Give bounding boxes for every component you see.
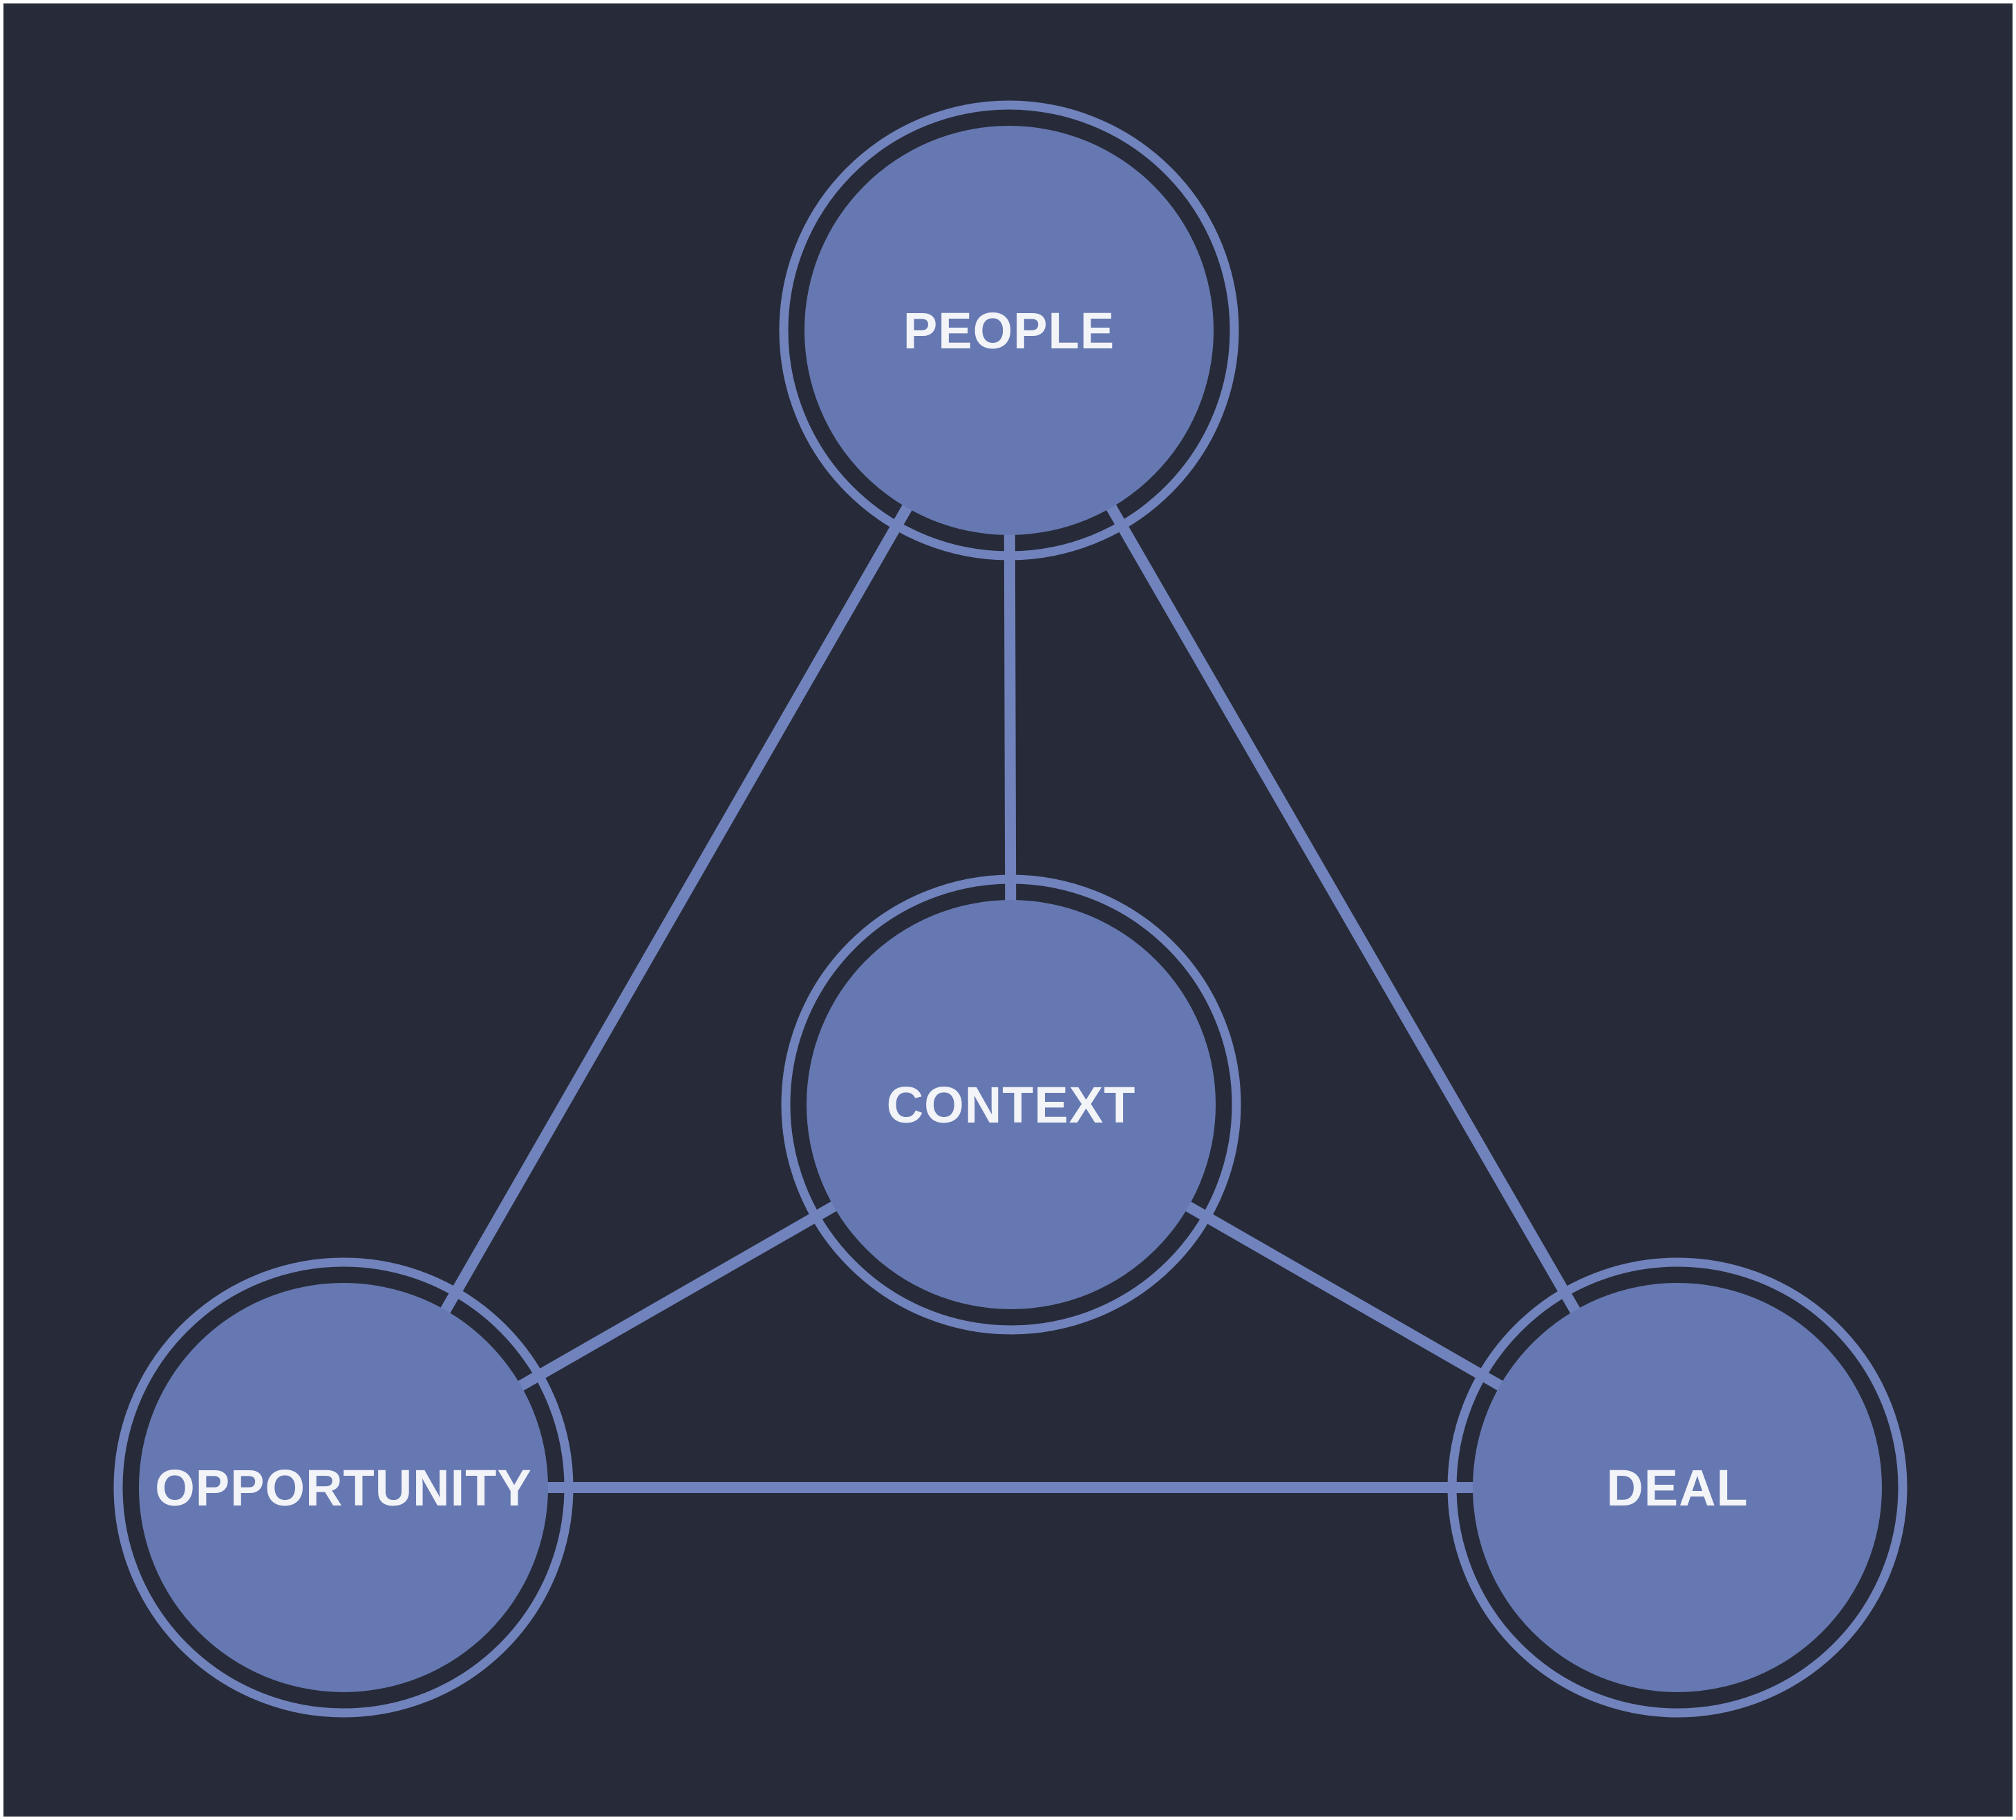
node-deal: DEAL: [1447, 1257, 1907, 1718]
node-context-label: CONTEXT: [887, 1076, 1136, 1134]
node-deal-ring: [1447, 1257, 1907, 1718]
node-people-ring: [779, 100, 1239, 561]
node-opportunity-label: OPPORTUNITY: [155, 1459, 531, 1517]
node-context-disc: [807, 900, 1216, 1309]
node-opportunity: OPPORTUNITY: [113, 1257, 574, 1718]
node-deal-label: DEAL: [1606, 1459, 1748, 1517]
node-context-ring: [781, 874, 1241, 1335]
node-opportunity-ring: [113, 1257, 574, 1718]
node-deal-disc: [1473, 1283, 1882, 1692]
node-opportunity-disc: [139, 1283, 548, 1692]
node-people-label: PEOPLE: [903, 302, 1115, 359]
node-people: PEOPLE: [779, 100, 1239, 561]
node-people-disc: [804, 126, 1214, 535]
node-context: CONTEXT: [781, 874, 1241, 1335]
